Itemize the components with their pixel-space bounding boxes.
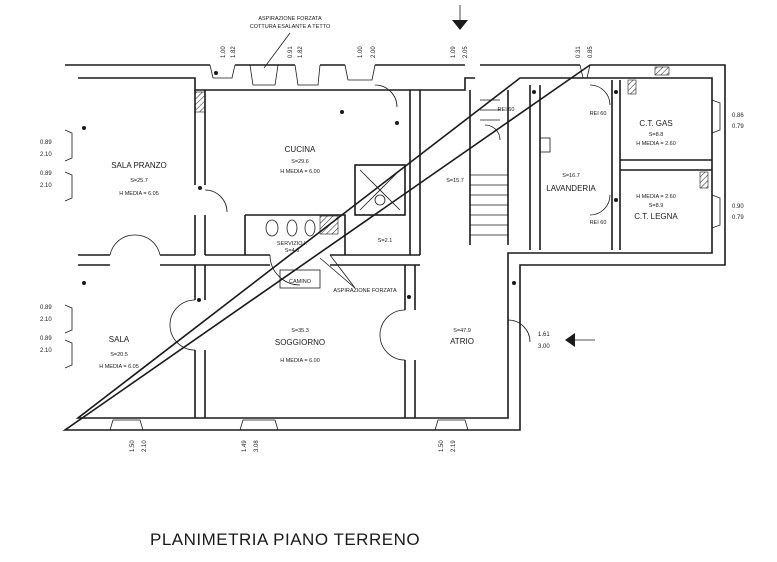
- dim-top2b: 1.82: [298, 46, 304, 58]
- servizio-area: S=4.6: [285, 248, 300, 254]
- dim-left3a: 0.89: [40, 305, 52, 311]
- dim-top2a: 0.91: [288, 46, 294, 58]
- dim-bot3a: 1.50: [439, 440, 445, 452]
- dim-left1b: 2.10: [40, 152, 52, 158]
- dim-top5b: 0.85: [588, 46, 594, 58]
- sala-area: S=20.5: [110, 352, 128, 358]
- lavanderia-name: LAVANDERIA: [546, 184, 596, 193]
- camino: CAMINO: [279, 269, 321, 289]
- ct-gas-name: C.T. GAS: [639, 119, 672, 128]
- fixture-dots: [82, 71, 618, 302]
- dim-right1a: 0.86: [732, 113, 744, 119]
- stair-area: S=15.7: [446, 178, 464, 184]
- interior-walls: [78, 80, 712, 418]
- sala-name: SALA: [109, 335, 130, 344]
- dimension-labels: 1.00 1.82 0.91 1.82 1.00 2.00 1.09 2.05 …: [40, 46, 744, 452]
- sala-pranzo-name: SALA PRANZO: [111, 161, 167, 170]
- dim-left2b: 2.10: [40, 183, 52, 189]
- dim-bot1b: 2.10: [142, 440, 148, 452]
- top-notes: ASPIRAZIONE FORZATA COTTURA ESALANTE A T…: [250, 16, 397, 294]
- camino-label: CAMINO: [289, 279, 312, 285]
- dim-bot1a: 1.50: [130, 440, 136, 452]
- dim-left2a: 0.89: [40, 171, 52, 177]
- atrio-area: S=47.9: [453, 328, 471, 334]
- ct-legna-name: C.T. LEGNA: [634, 212, 678, 221]
- dim-right2b: 0.79: [732, 215, 744, 221]
- dim-bot2a: 1.49: [242, 440, 248, 452]
- sala-pranzo-area: S=25.7: [130, 178, 148, 184]
- rei-label-a: REI 60: [590, 111, 607, 117]
- dim-left3b: 2.10: [40, 317, 52, 323]
- dim-right3b: 3.00: [538, 344, 550, 350]
- dim-top5a: 0.31: [576, 46, 582, 58]
- rei-label-b: REI 60: [590, 220, 607, 226]
- ct-gas-area: S=8.8: [649, 132, 664, 138]
- hatched-ducts: [194, 66, 709, 235]
- dim-right3a: 1.61: [538, 332, 550, 338]
- soggiorno-name: SOGGIORNO: [275, 338, 325, 347]
- staircase: [470, 99, 508, 236]
- bathroom-fixtures: [265, 137, 551, 237]
- dim-top3a: 1.00: [358, 46, 364, 58]
- dim-bot3b: 2.19: [451, 440, 457, 452]
- room-labels: SALA PRANZO S=25.7 H MEDIA = 6.05 CUCINA…: [99, 107, 678, 370]
- dim-top3b: 2.00: [371, 46, 377, 58]
- exterior-walls: [62, 64, 726, 431]
- soggiorno-area: S=35.3: [291, 328, 309, 334]
- aspiration-note-bottom: ASPIRAZIONE FORZATA: [333, 288, 397, 294]
- dim-left1a: 0.89: [40, 140, 52, 146]
- ct-legna-height: H MEDIA = 2.60: [636, 194, 676, 200]
- aspiration-note-2: COTTURA ESALANTE A TETTO: [250, 24, 331, 30]
- soggiorno-height: H MEDIA = 6.00: [280, 358, 320, 364]
- servizio-name: SERVIZIO I.: [277, 241, 308, 247]
- door-swings: [109, 84, 611, 361]
- cucina-height: H MEDIA = 6.00: [280, 169, 320, 175]
- window-niches: [64, 64, 721, 431]
- entry-arrows: [452, 5, 595, 347]
- ct-gas-height: H MEDIA = 2.60: [636, 141, 676, 147]
- dim-left4a: 0.89: [40, 336, 52, 342]
- dim-top4a: 1.09: [451, 46, 457, 58]
- dim-right2a: 0.90: [732, 204, 744, 210]
- ct-legna-area: S=8.9: [649, 203, 664, 209]
- dim-right1b: 0.79: [732, 124, 744, 130]
- lavanderia-area: S=16.7: [562, 173, 580, 179]
- dim-top1a: 1.00: [221, 46, 227, 58]
- sala-height: H MEDIA = 6.05: [99, 364, 139, 370]
- leader-lines: [263, 32, 356, 289]
- entry-arrow-top-icon: [452, 20, 468, 30]
- corridor-area: S=2.1: [378, 238, 393, 244]
- rei-label-c: REI 60: [498, 107, 515, 113]
- cucina-area: S=29.6: [291, 159, 309, 165]
- entry-arrow-right-icon: [565, 333, 575, 347]
- dim-bot2b: 3.08: [254, 440, 260, 452]
- dim-top1b: 1.82: [231, 46, 237, 58]
- dim-left4b: 2.10: [40, 348, 52, 354]
- dim-top4b: 2.05: [463, 46, 469, 58]
- cucina-name: CUCINA: [285, 145, 316, 154]
- plan-title: PLANIMETRIA PIANO TERRENO: [150, 530, 421, 549]
- aspiration-note-1: ASPIRAZIONE FORZATA: [258, 16, 322, 22]
- sala-pranzo-height: H MEDIA = 6.05: [119, 191, 159, 197]
- atrio-name: ATRIO: [450, 337, 474, 346]
